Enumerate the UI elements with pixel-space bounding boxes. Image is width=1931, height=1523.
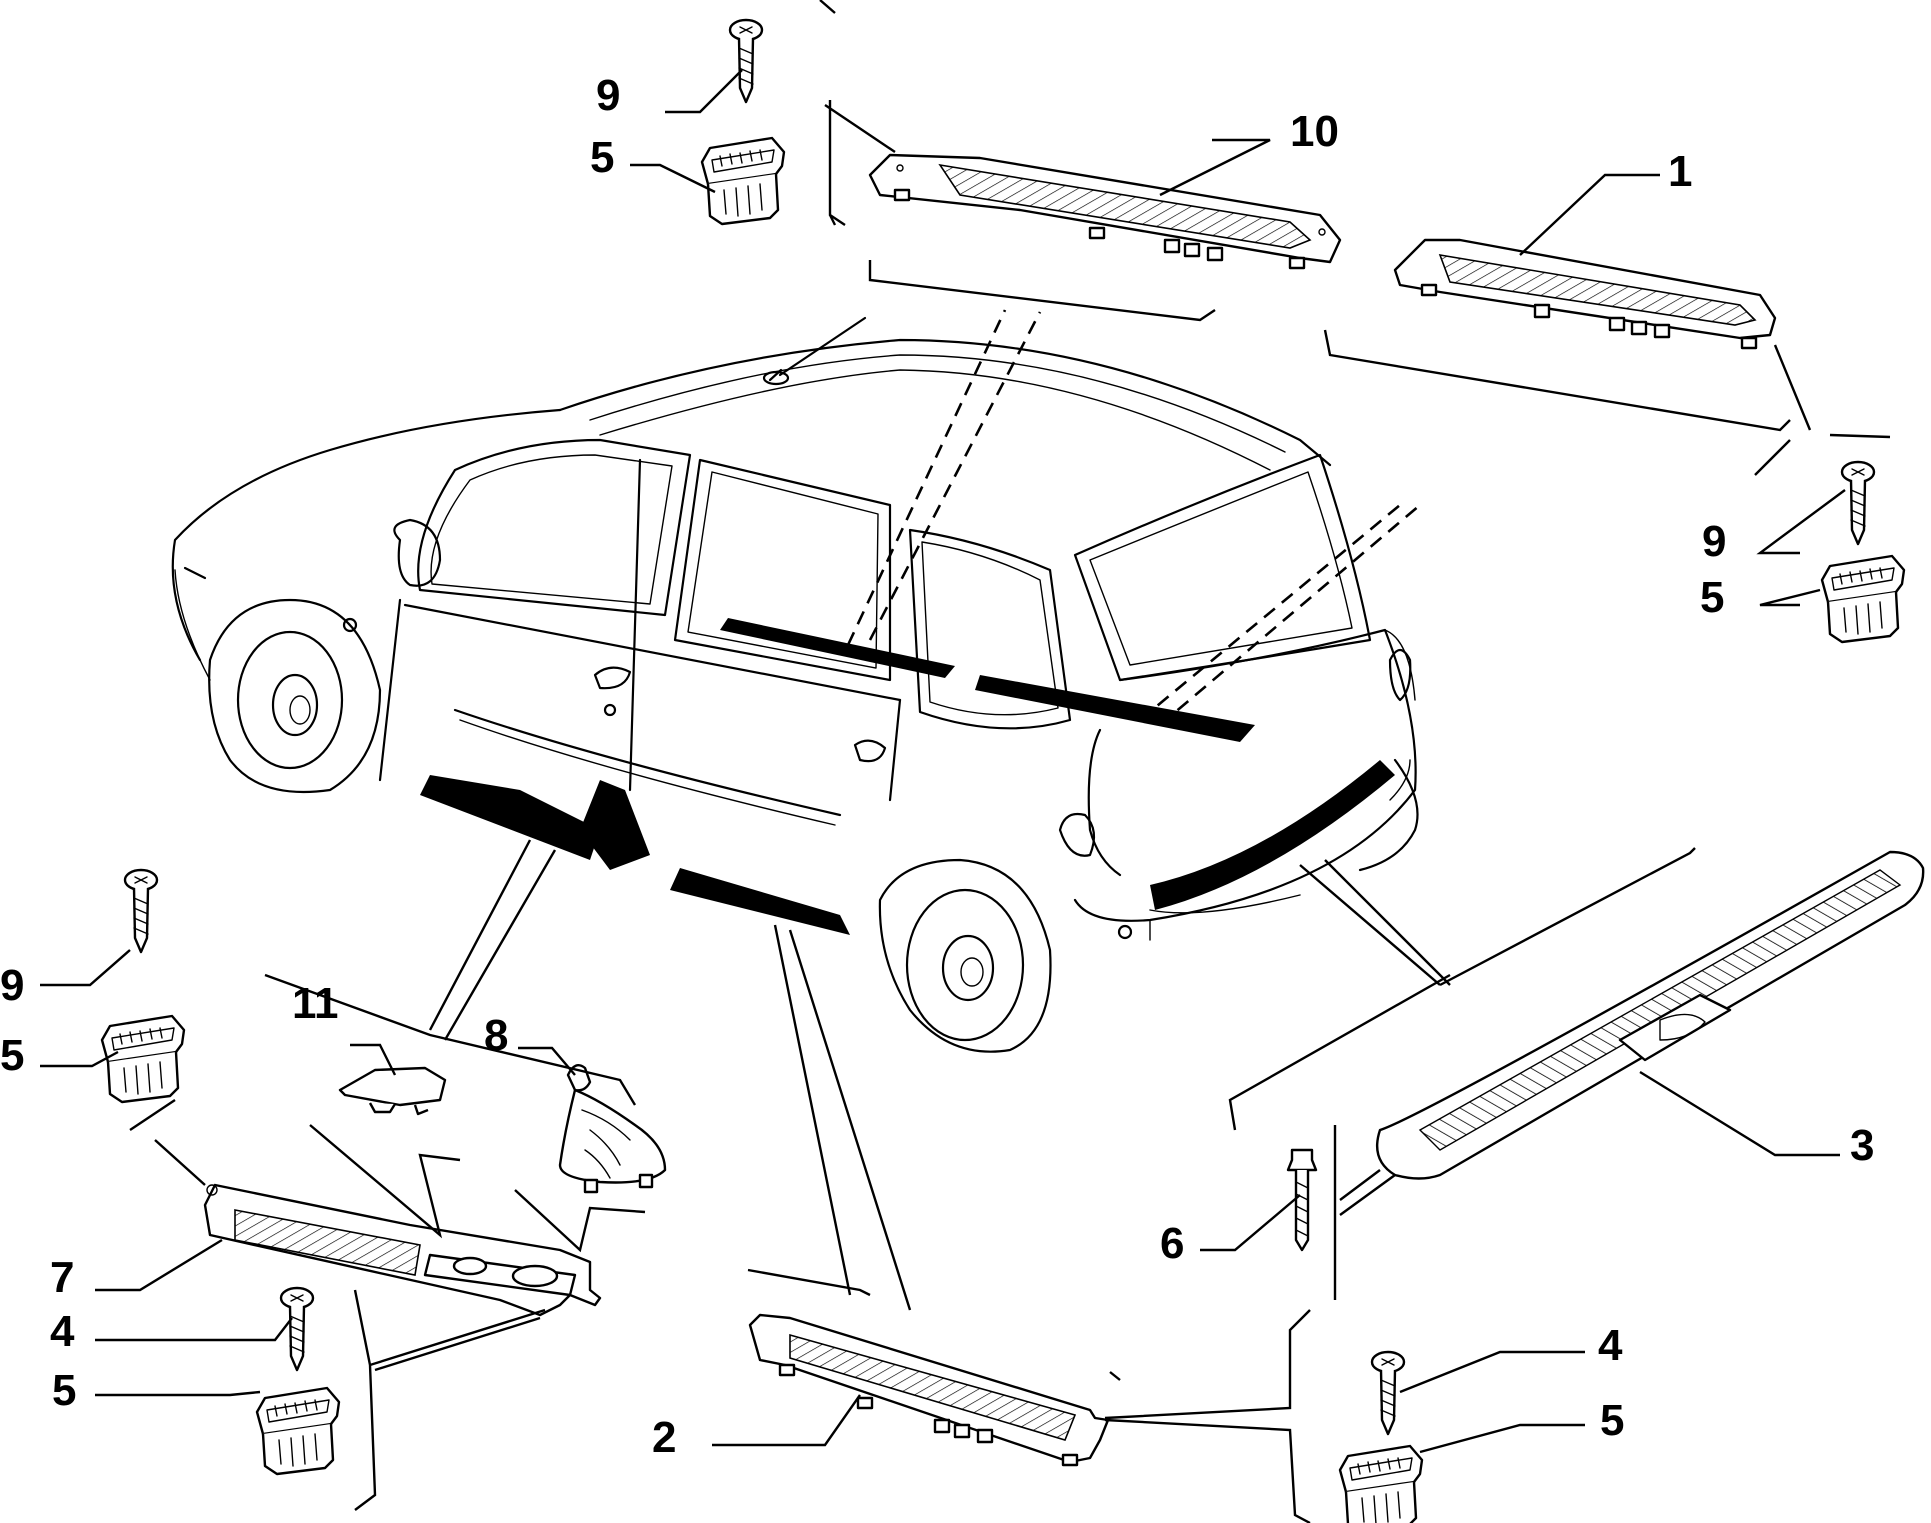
clip-icon xyxy=(1820,554,1906,644)
callout-4-right: 4 xyxy=(1598,1321,1623,1370)
callout-7: 7 xyxy=(50,1253,74,1302)
callout-labels: 10 1 9 5 9 5 9 5 11 8 7 4 5 3 6 2 4 5 xyxy=(0,71,1874,1462)
callout-9-right: 9 xyxy=(1702,517,1726,566)
callout-1: 1 xyxy=(1668,147,1692,196)
callout-11: 11 xyxy=(292,979,339,1028)
callout-5-bottom-left: 5 xyxy=(52,1366,76,1415)
callout-5-left: 5 xyxy=(0,1031,24,1080)
screw-icon xyxy=(279,1286,315,1372)
front-sill-part-7 xyxy=(203,1183,602,1317)
sill-trim-part-2 xyxy=(748,1313,1110,1467)
callout-9-left: 9 xyxy=(0,961,24,1010)
clip-icon xyxy=(100,1014,186,1104)
callout-5-top: 5 xyxy=(590,133,614,182)
boot-part-8 xyxy=(558,1064,667,1194)
screw-icon xyxy=(1370,1350,1406,1436)
sill-trim-part-10 xyxy=(868,153,1342,270)
callout-5-bottom-right: 5 xyxy=(1600,1396,1624,1445)
screw-icon xyxy=(728,18,764,104)
callout-3: 3 xyxy=(1850,1121,1874,1170)
clip-icon xyxy=(1338,1444,1424,1523)
clip-icon xyxy=(255,1386,341,1476)
bolt-part-6 xyxy=(1286,1148,1318,1252)
rear-step-cover-part-3 xyxy=(1375,850,1925,1180)
callout-2: 2 xyxy=(652,1413,676,1462)
sill-trim-part-1 xyxy=(1393,238,1777,350)
car-outline xyxy=(171,316,1419,1053)
cap-part-11 xyxy=(338,1066,447,1116)
callout-6: 6 xyxy=(1160,1219,1184,1268)
callout-9-top: 9 xyxy=(596,71,620,120)
callout-5-right: 5 xyxy=(1700,573,1724,622)
clip-icon xyxy=(700,136,786,226)
callout-leaders xyxy=(40,69,1846,1454)
callout-8: 8 xyxy=(484,1011,508,1060)
callout-4-left: 4 xyxy=(50,1307,75,1356)
screw-icon xyxy=(1840,460,1876,546)
screw-icon xyxy=(123,868,159,954)
callout-10: 10 xyxy=(1290,107,1339,156)
